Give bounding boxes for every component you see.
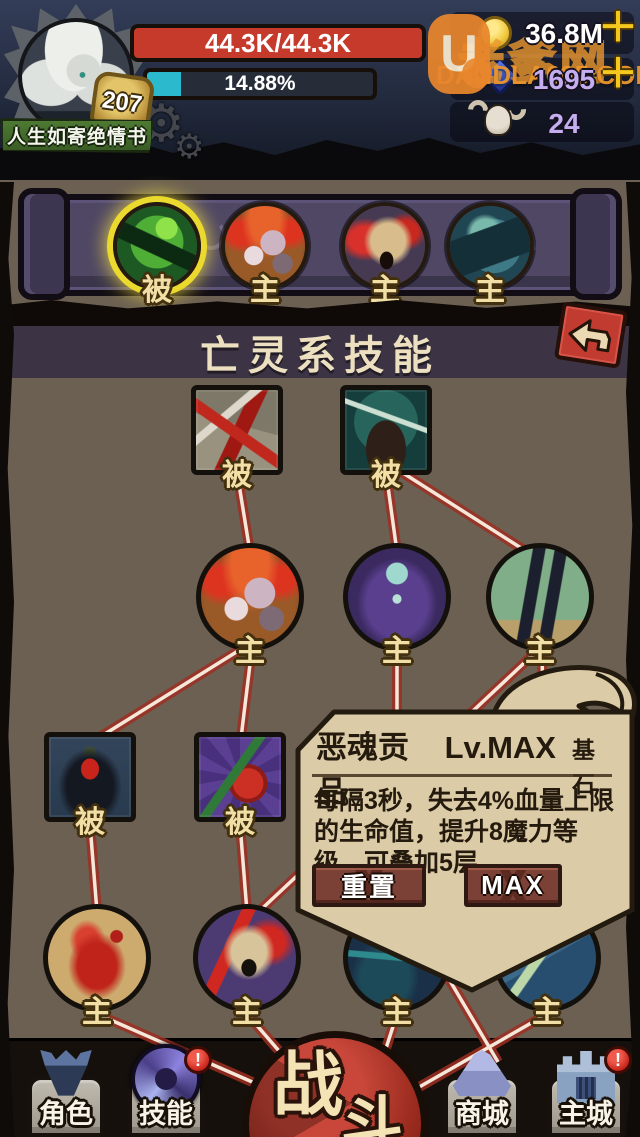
scroll-end-left — [18, 188, 70, 300]
skill-type-label: 被 — [142, 274, 172, 307]
level-value: 207 — [100, 86, 144, 119]
back-arrow-icon — [568, 319, 612, 353]
tooltip-divider — [312, 774, 612, 777]
skill-type-label: 被 — [75, 806, 105, 839]
max-button[interactable]: MAX — [464, 864, 562, 907]
skill-type-label: 主 — [235, 635, 265, 668]
ram-skull-icon — [463, 95, 531, 138]
skill-type-label: 主 — [250, 274, 280, 307]
skill-category-2[interactable]: 主 — [221, 202, 309, 306]
ram-skull-face — [484, 104, 512, 136]
skill-node-heart-dagger[interactable]: 被 — [194, 732, 286, 838]
nav-角色[interactable]: 角色 — [28, 1050, 104, 1137]
player-name-ribbon: 人生如寄绝情书 — [0, 118, 154, 153]
notification-badge: ! — [604, 1046, 632, 1074]
reset-button[interactable]: 重置 — [312, 864, 426, 907]
battle-label-char: 斗 — [341, 1092, 404, 1137]
skill-type-label: 主 — [232, 996, 262, 1029]
skill-node-purple-skeleton[interactable]: 主 — [343, 543, 451, 667]
skill-node-blood-splash[interactable]: 主 — [43, 904, 151, 1028]
xp-value: 14.88% — [224, 72, 296, 95]
skill-node-blood-blades[interactable]: 被 — [191, 385, 283, 491]
nav-label: 商城 — [455, 1099, 509, 1129]
hooded-reaper-icon — [450, 206, 530, 286]
nav-商城[interactable]: 商城 — [444, 1050, 520, 1137]
skill-type-label: 主 — [475, 274, 505, 307]
currency-value-gems: 1695 — [532, 64, 596, 95]
scroll-end-right — [570, 188, 622, 300]
currency-value-gold: 36.8M — [525, 18, 603, 49]
green-tree-icon — [117, 206, 197, 286]
scream-face-icon — [345, 206, 425, 286]
castle-icon — [557, 1051, 615, 1103]
title-bar: 亡灵系技能 — [0, 326, 640, 378]
nav-主城[interactable]: 主城! — [548, 1046, 632, 1137]
page-title: 亡灵系技能 — [200, 334, 440, 378]
currency-value-souls: 24 — [548, 108, 580, 139]
flaming-skulls-icon — [225, 206, 305, 286]
nav-label: 技能 — [139, 1099, 193, 1129]
hp-bar: 44.3K/44.3K — [130, 24, 426, 62]
skill-category-banner: 被主主主 — [0, 186, 640, 306]
skill-category-4[interactable]: 主 — [446, 202, 534, 306]
left-torn-edge — [0, 182, 14, 1137]
nav-label: 主城 — [559, 1099, 613, 1129]
nav-技能[interactable]: 技能! — [128, 1044, 212, 1137]
tooltip-keystone-tag: 基石 — [572, 737, 595, 797]
dark-altar-icon — [340, 385, 432, 475]
back-button[interactable] — [553, 301, 629, 369]
skill-node-severed-legs[interactable]: 主 — [486, 543, 594, 667]
skill-category-1[interactable]: 被 — [113, 202, 201, 306]
skill-tooltip: 恶魂贡品 Lv.MAX 基石 每隔3秒，失去4%血量上限的生命值，提升8魔力等级… — [280, 660, 640, 1005]
skill-type-label: 被 — [225, 806, 255, 839]
player-name: 人生如寄绝情书 — [6, 127, 147, 148]
skill-node-blood-robe[interactable]: 被 — [44, 732, 136, 838]
watermark-ring — [462, 58, 492, 88]
tooltip-skill-level: Lv.MAX — [444, 730, 556, 765]
skill-node-flaming-skulls[interactable]: 主 — [196, 543, 304, 667]
nav-label: 角色 — [39, 1099, 93, 1129]
skill-type-label: 被 — [371, 459, 401, 492]
notification-badge: ! — [184, 1046, 212, 1074]
add-gems-button[interactable]: ＋ — [598, 52, 638, 96]
gear-small-icon: ⚙ — [174, 128, 205, 166]
add-gold-button[interactable]: ＋ — [598, 6, 638, 50]
skill-category-3[interactable]: 主 — [341, 202, 429, 306]
skill-type-label: 主 — [82, 996, 112, 1029]
battle-label-char: 战 — [273, 1046, 343, 1124]
skill-node-dark-altar[interactable]: 被 — [340, 385, 432, 491]
skill-type-label: 被 — [222, 459, 252, 492]
hp-value: 44.3K/44.3K — [205, 27, 351, 58]
currency-pill-souls — [450, 102, 634, 142]
